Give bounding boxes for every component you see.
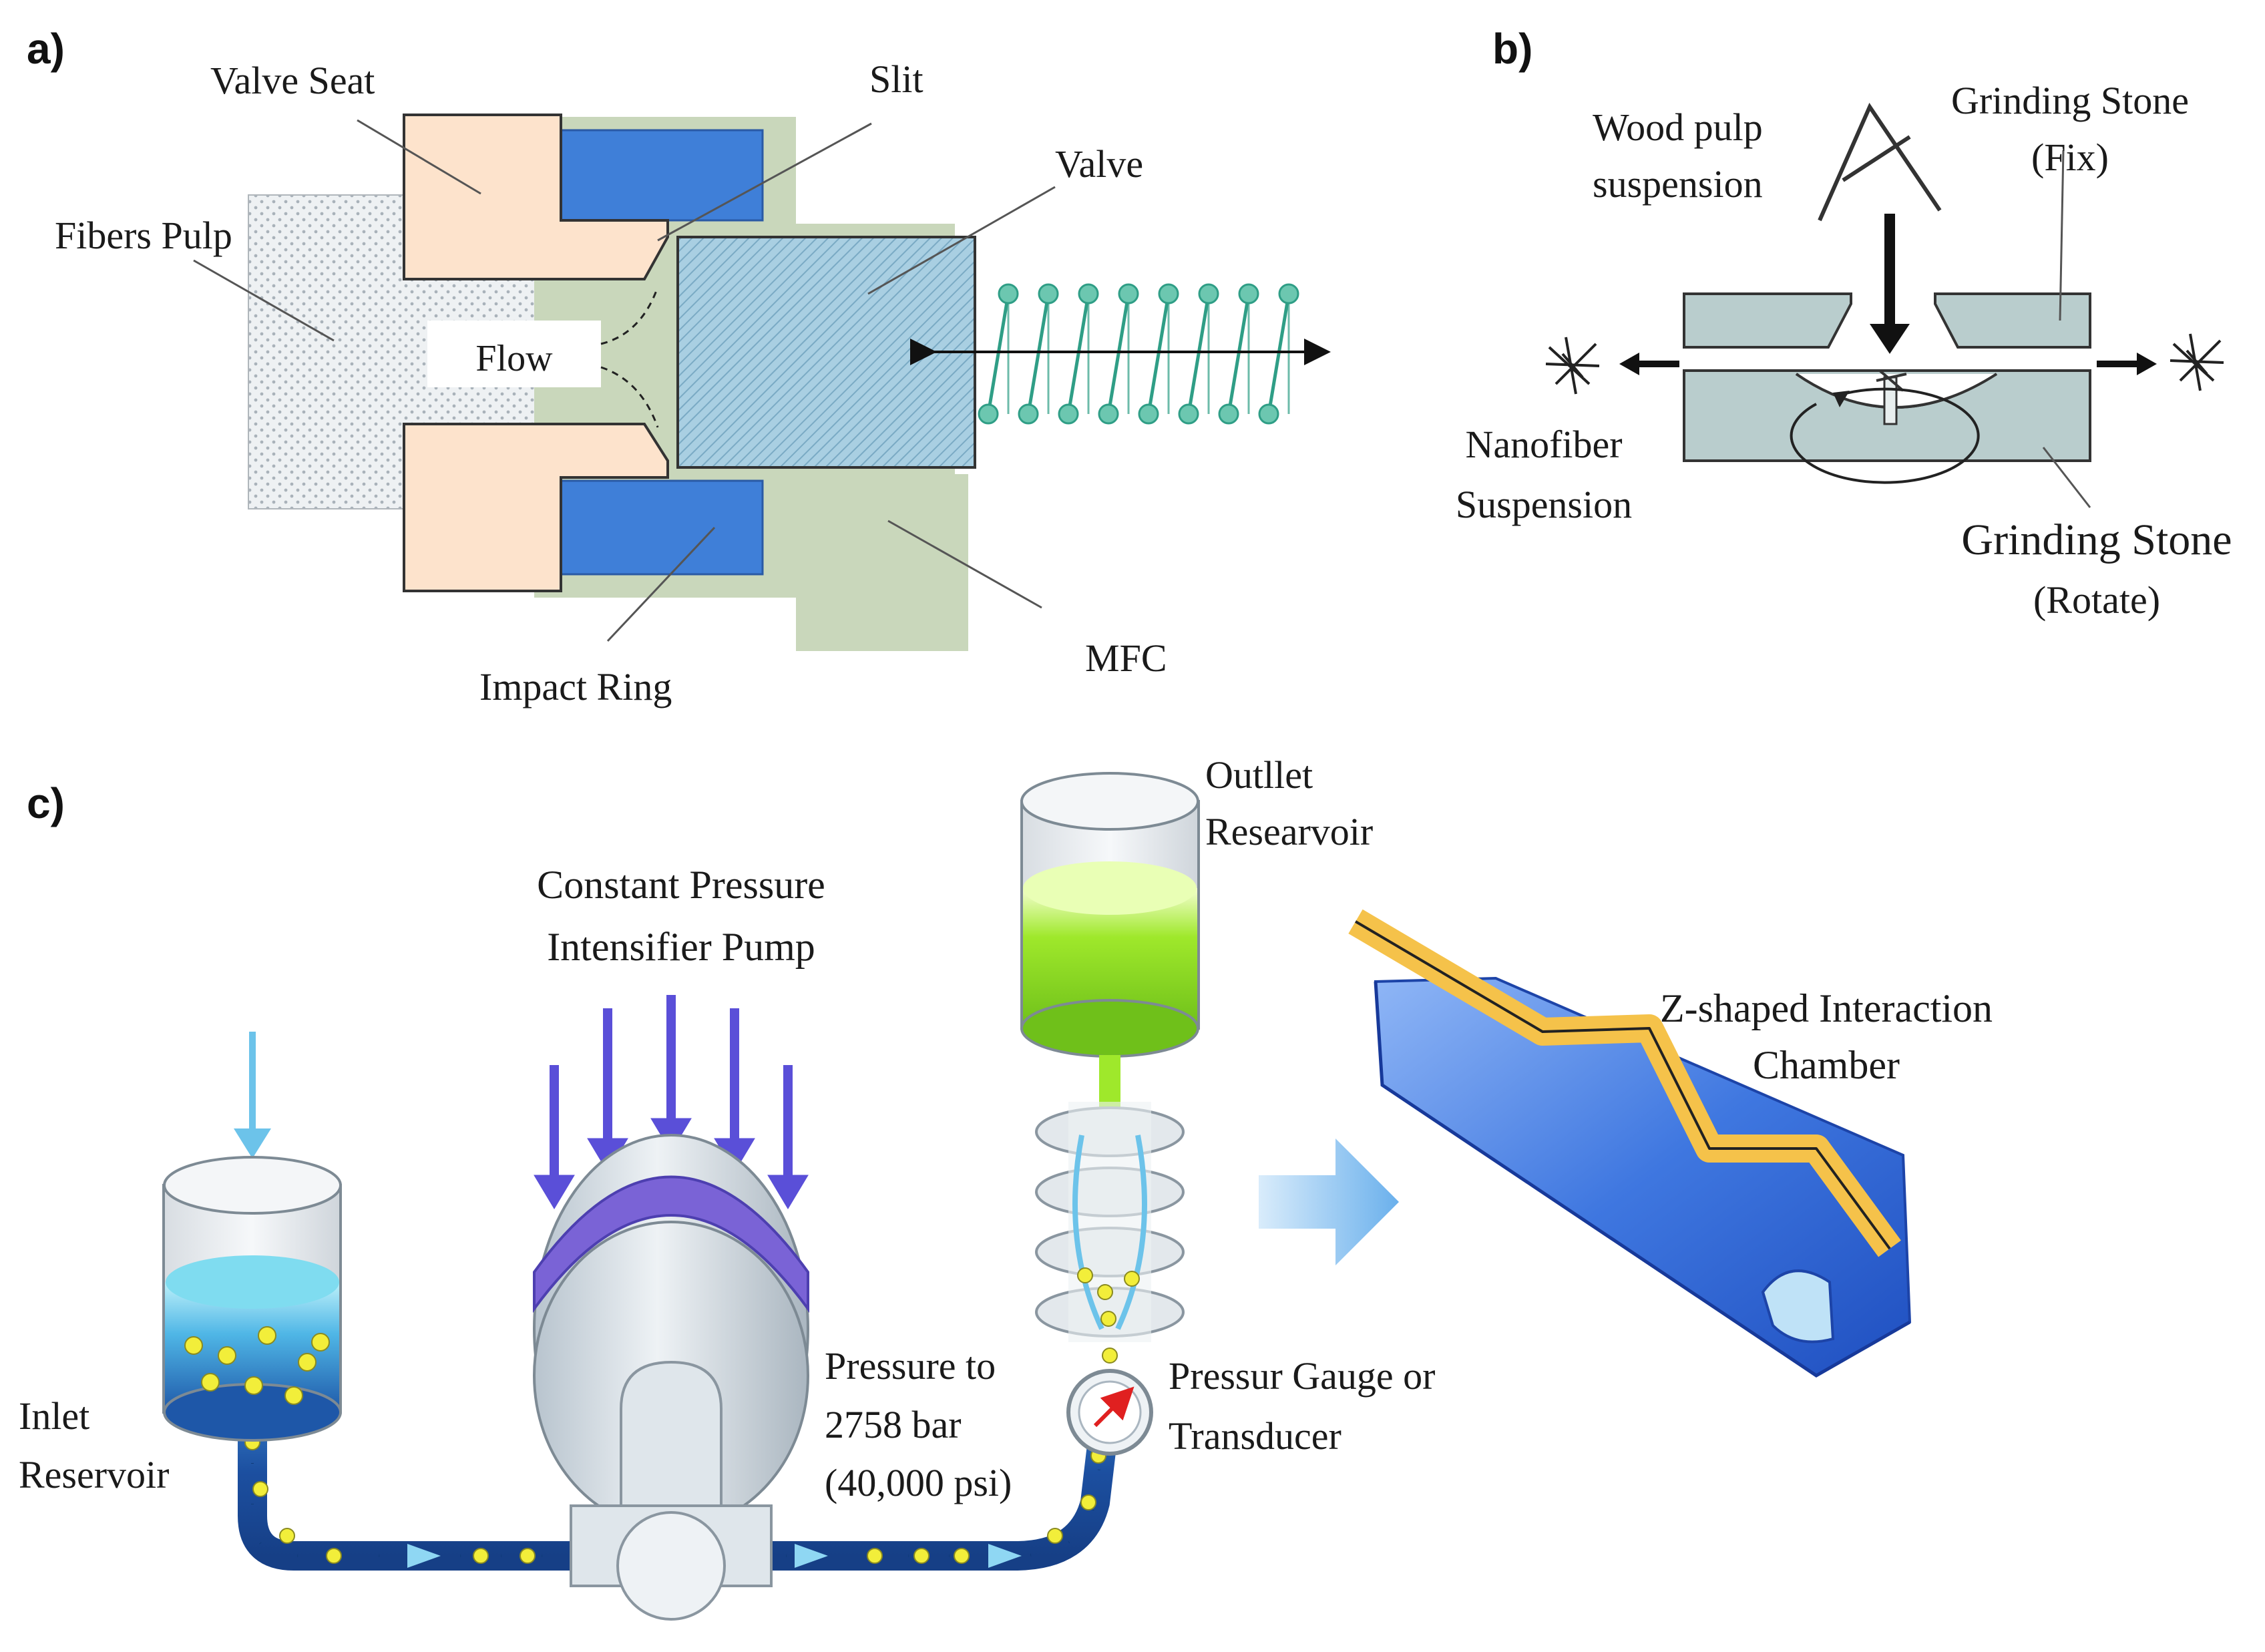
panel-b: b) Wood <box>1456 25 2232 622</box>
panel-a: a) Flow <box>27 25 1331 708</box>
flow-arc-top <box>600 286 659 345</box>
valve-seat-bottom <box>403 423 669 592</box>
valve-seat-label: Valve Seat <box>210 59 375 102</box>
leader-valve <box>867 186 1056 295</box>
inlet-label-line2: Reservoir <box>19 1453 170 1496</box>
leader-stone-rotate <box>2042 447 2091 508</box>
panel-c-label: c) <box>27 779 65 827</box>
gauge-label-line1: Pressur Gauge or <box>1169 1354 1435 1398</box>
impact-ring-bottom <box>560 479 764 576</box>
flow-arc-bottom <box>600 366 659 428</box>
pump-label-line2: Intensifier Pump <box>547 925 815 969</box>
stone-rotate-label-line2: (Rotate) <box>2033 578 2160 622</box>
rotation-arrow-head <box>1833 391 1850 407</box>
leader-impact-ring <box>606 526 716 642</box>
valve-seat-top <box>403 114 669 280</box>
flow-label-box <box>427 321 601 387</box>
valve-block <box>676 236 976 469</box>
nanofiber-label-line2: Suspension <box>1456 483 1632 526</box>
leader-stone-fix <box>2059 150 2065 321</box>
leader-mfc <box>887 520 1042 609</box>
pipe-flow-arrows <box>407 1544 1022 1568</box>
output-arrow-right-head <box>2137 353 2157 375</box>
pressure-label-line1: Pressure to <box>825 1344 996 1388</box>
fibers-pulp-label: Fibers Pulp <box>55 214 232 257</box>
outlet-label-line2: Researvoir <box>1205 810 1373 853</box>
chamber-label-line2: Chamber <box>1753 1043 1900 1087</box>
nanofiber-icon-left <box>1545 337 1600 395</box>
outlet-reservoir <box>1020 772 1200 1115</box>
cell-particles <box>1077 1267 1140 1364</box>
pressure-gauge <box>1066 1369 1153 1456</box>
output-arrow-left-head <box>1619 353 1639 375</box>
panel-a-label: a) <box>27 25 65 73</box>
outlet-label-line1: Outllet <box>1205 753 1313 797</box>
stone-rotate-label-line1: Grinding Stone <box>1961 515 2232 564</box>
wood-pulp-label-line2: suspension <box>1593 162 1763 206</box>
panel-b-label: b) <box>1492 25 1532 73</box>
spring <box>986 293 1291 415</box>
z-shaped-chamber <box>1348 909 1912 1378</box>
leader-valve-seat <box>357 119 481 195</box>
grinding-stone-fix-left <box>1683 292 1852 349</box>
mfc-label: MFC <box>1085 636 1167 680</box>
stone-fiber-burst <box>1876 369 1907 392</box>
homogenizer-cells <box>1035 1102 1185 1342</box>
pressure-label-line2: 2758 bar <box>825 1403 962 1446</box>
gauge-label-line2: Transducer <box>1169 1414 1342 1458</box>
impact-ring-top <box>560 129 764 222</box>
feed-arrow-head <box>1870 324 1910 354</box>
rotation-arrow <box>1790 387 1980 484</box>
wood-pulp-label-line1: Wood pulp <box>1593 106 1763 149</box>
pump-label-line1: Constant Pressure <box>537 863 825 907</box>
leader-fibers-pulp <box>193 259 335 342</box>
impact-ring-label: Impact Ring <box>479 665 672 708</box>
leader-slit <box>657 122 872 242</box>
flow-label: Flow <box>475 338 553 379</box>
pressure-label-line3: (40,000 psi) <box>825 1461 1012 1504</box>
slit-label: Slit <box>869 57 923 101</box>
nanofiber-label-line1: Nanofiber <box>1465 423 1622 466</box>
stone-fix-label-line1: Grinding Stone <box>1951 79 2189 122</box>
wood-pulp-icon <box>1818 102 1942 222</box>
inlet-reservoir <box>162 1032 342 1442</box>
spring-coil-dots <box>978 283 1299 425</box>
intensifier-pump <box>533 995 809 1621</box>
grinding-stone-fix-right <box>1934 292 2091 349</box>
nanofiber-icon-right <box>2170 333 2224 391</box>
inlet-label-line1: Inlet <box>19 1394 89 1438</box>
chamber-label-line1: Z-shaped Interaction <box>1660 986 1993 1030</box>
stone-fix-label-line2: (Fix) <box>2031 136 2109 179</box>
valve-label: Valve <box>1055 142 1143 186</box>
transition-arrow <box>1259 1139 1399 1265</box>
panel-c: c) <box>19 753 1993 1621</box>
